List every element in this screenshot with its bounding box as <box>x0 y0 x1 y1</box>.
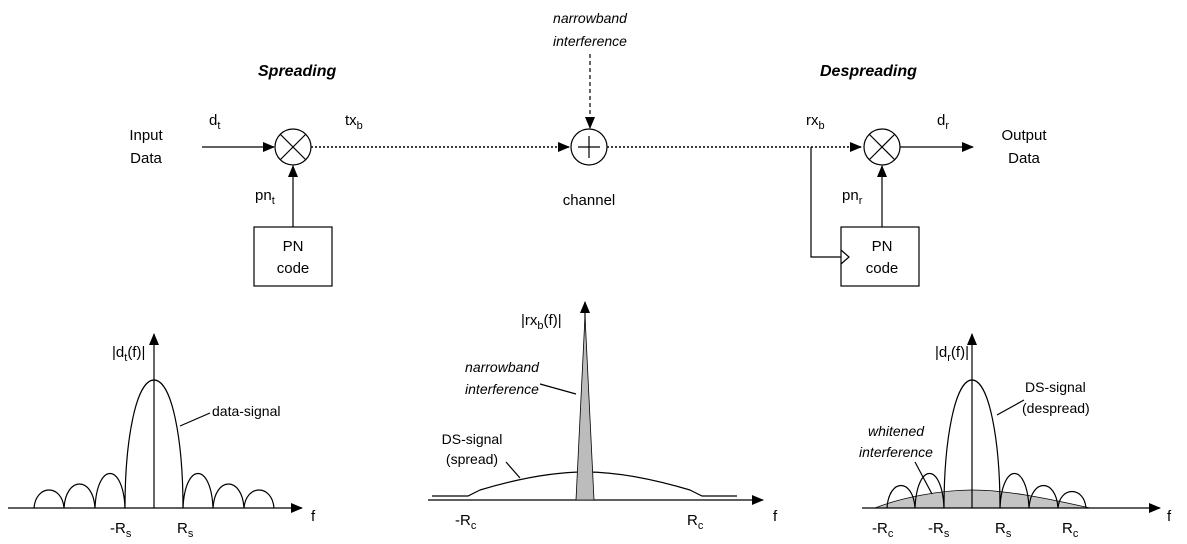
annotation-pointer <box>996 399 1025 416</box>
side-lobe <box>94 473 126 509</box>
txb-label: txb <box>345 112 363 132</box>
pn-code-tx-line1: PN <box>283 238 304 255</box>
annotation-pointer <box>914 461 933 495</box>
channel-label: channel <box>563 192 616 209</box>
tick-neg-rs-right: -Rs <box>928 520 950 540</box>
despreading-title: Despreading <box>820 63 917 80</box>
xlabel-right: f <box>1167 508 1172 525</box>
rx-multiplier-icon <box>863 128 901 166</box>
rxb-label: rxb <box>806 112 825 132</box>
annotation-signal-line1: DS-signal <box>442 431 503 447</box>
tick-neg-rc-middle: -Rc <box>455 512 477 532</box>
tx-multiplier-icon <box>274 128 312 166</box>
spectrum-dt: |dt(f)| data-signal f -Rs Rs <box>8 333 316 540</box>
xlabel-left: f <box>311 508 316 525</box>
interference-label-line2: interference <box>553 33 627 49</box>
annotation-despread-line1: DS-signal <box>1025 379 1086 395</box>
tick-rc-right: Rc <box>1062 520 1079 540</box>
annotation-despread-line2: (despread) <box>1022 400 1090 416</box>
annotation-signal-line2: (spread) <box>446 451 498 467</box>
side-lobe <box>1057 491 1087 509</box>
side-lobe <box>999 473 1030 509</box>
dt-label: dt <box>209 112 220 132</box>
tick-rc-middle: Rc <box>687 512 704 532</box>
pn-code-rx-line1: PN <box>872 238 893 255</box>
annotation-pointer <box>505 461 521 479</box>
output-label-line2: Data <box>1008 150 1040 167</box>
main-lobe-left <box>124 379 184 509</box>
side-lobe <box>1028 484 1059 509</box>
clock-input-icon <box>840 249 850 265</box>
side-lobe <box>182 473 214 509</box>
pn-code-tx-line2: code <box>277 260 310 277</box>
sync-branch-line <box>810 147 841 258</box>
annotation-pointer <box>179 412 211 427</box>
annotation-interference-line2: interference <box>465 381 539 397</box>
annotation-whitened-line2: interference <box>859 444 933 460</box>
interference-label-line1: narrowband <box>553 10 628 26</box>
tick-neg-rc-right: -Rc <box>872 520 894 540</box>
spectrum-dr: |dr(f)| DS-signal (despread) whitened in… <box>859 333 1172 540</box>
main-lobe-right <box>943 379 1001 509</box>
narrowband-spike <box>575 315 595 501</box>
side-lobe <box>243 489 275 509</box>
pn-code-rx-box <box>840 226 920 287</box>
pn-code-rx-line2: code <box>866 260 899 277</box>
pnt-label: pnt <box>255 187 275 207</box>
dr-label: dr <box>937 112 949 132</box>
side-lobe <box>212 483 245 509</box>
spreading-title: Spreading <box>258 63 336 80</box>
side-lobe <box>63 483 96 509</box>
channel-adder-icon <box>570 128 608 166</box>
annotation-data-signal: data-signal <box>212 403 281 419</box>
xlabel-middle: f <box>773 508 778 525</box>
ylabel-middle: |rxb(f)| <box>521 312 562 332</box>
ylabel-left: |dt(f)| <box>112 344 145 364</box>
annotation-pointer <box>539 383 577 395</box>
input-label-line1: Input <box>129 127 163 144</box>
tick-neg-rs-left: -Rs <box>110 520 132 540</box>
spectrum-rxb: |rxb(f)| narrowband interference DS-sign… <box>428 301 778 532</box>
pn-code-tx-box <box>253 226 333 287</box>
output-label-line1: Output <box>1001 127 1047 144</box>
tick-rs-right: Rs <box>995 520 1012 540</box>
pnr-label: pnr <box>842 187 863 207</box>
tick-rs-left: Rs <box>177 520 194 540</box>
side-lobe <box>33 489 65 509</box>
side-lobe <box>886 484 916 509</box>
ylabel-right: |dr(f)| <box>935 344 969 364</box>
annotation-whitened-line1: whitened <box>868 423 925 439</box>
input-label-line2: Data <box>130 150 162 167</box>
annotation-interference-line1: narrowband <box>465 359 540 375</box>
side-lobe <box>914 473 945 509</box>
